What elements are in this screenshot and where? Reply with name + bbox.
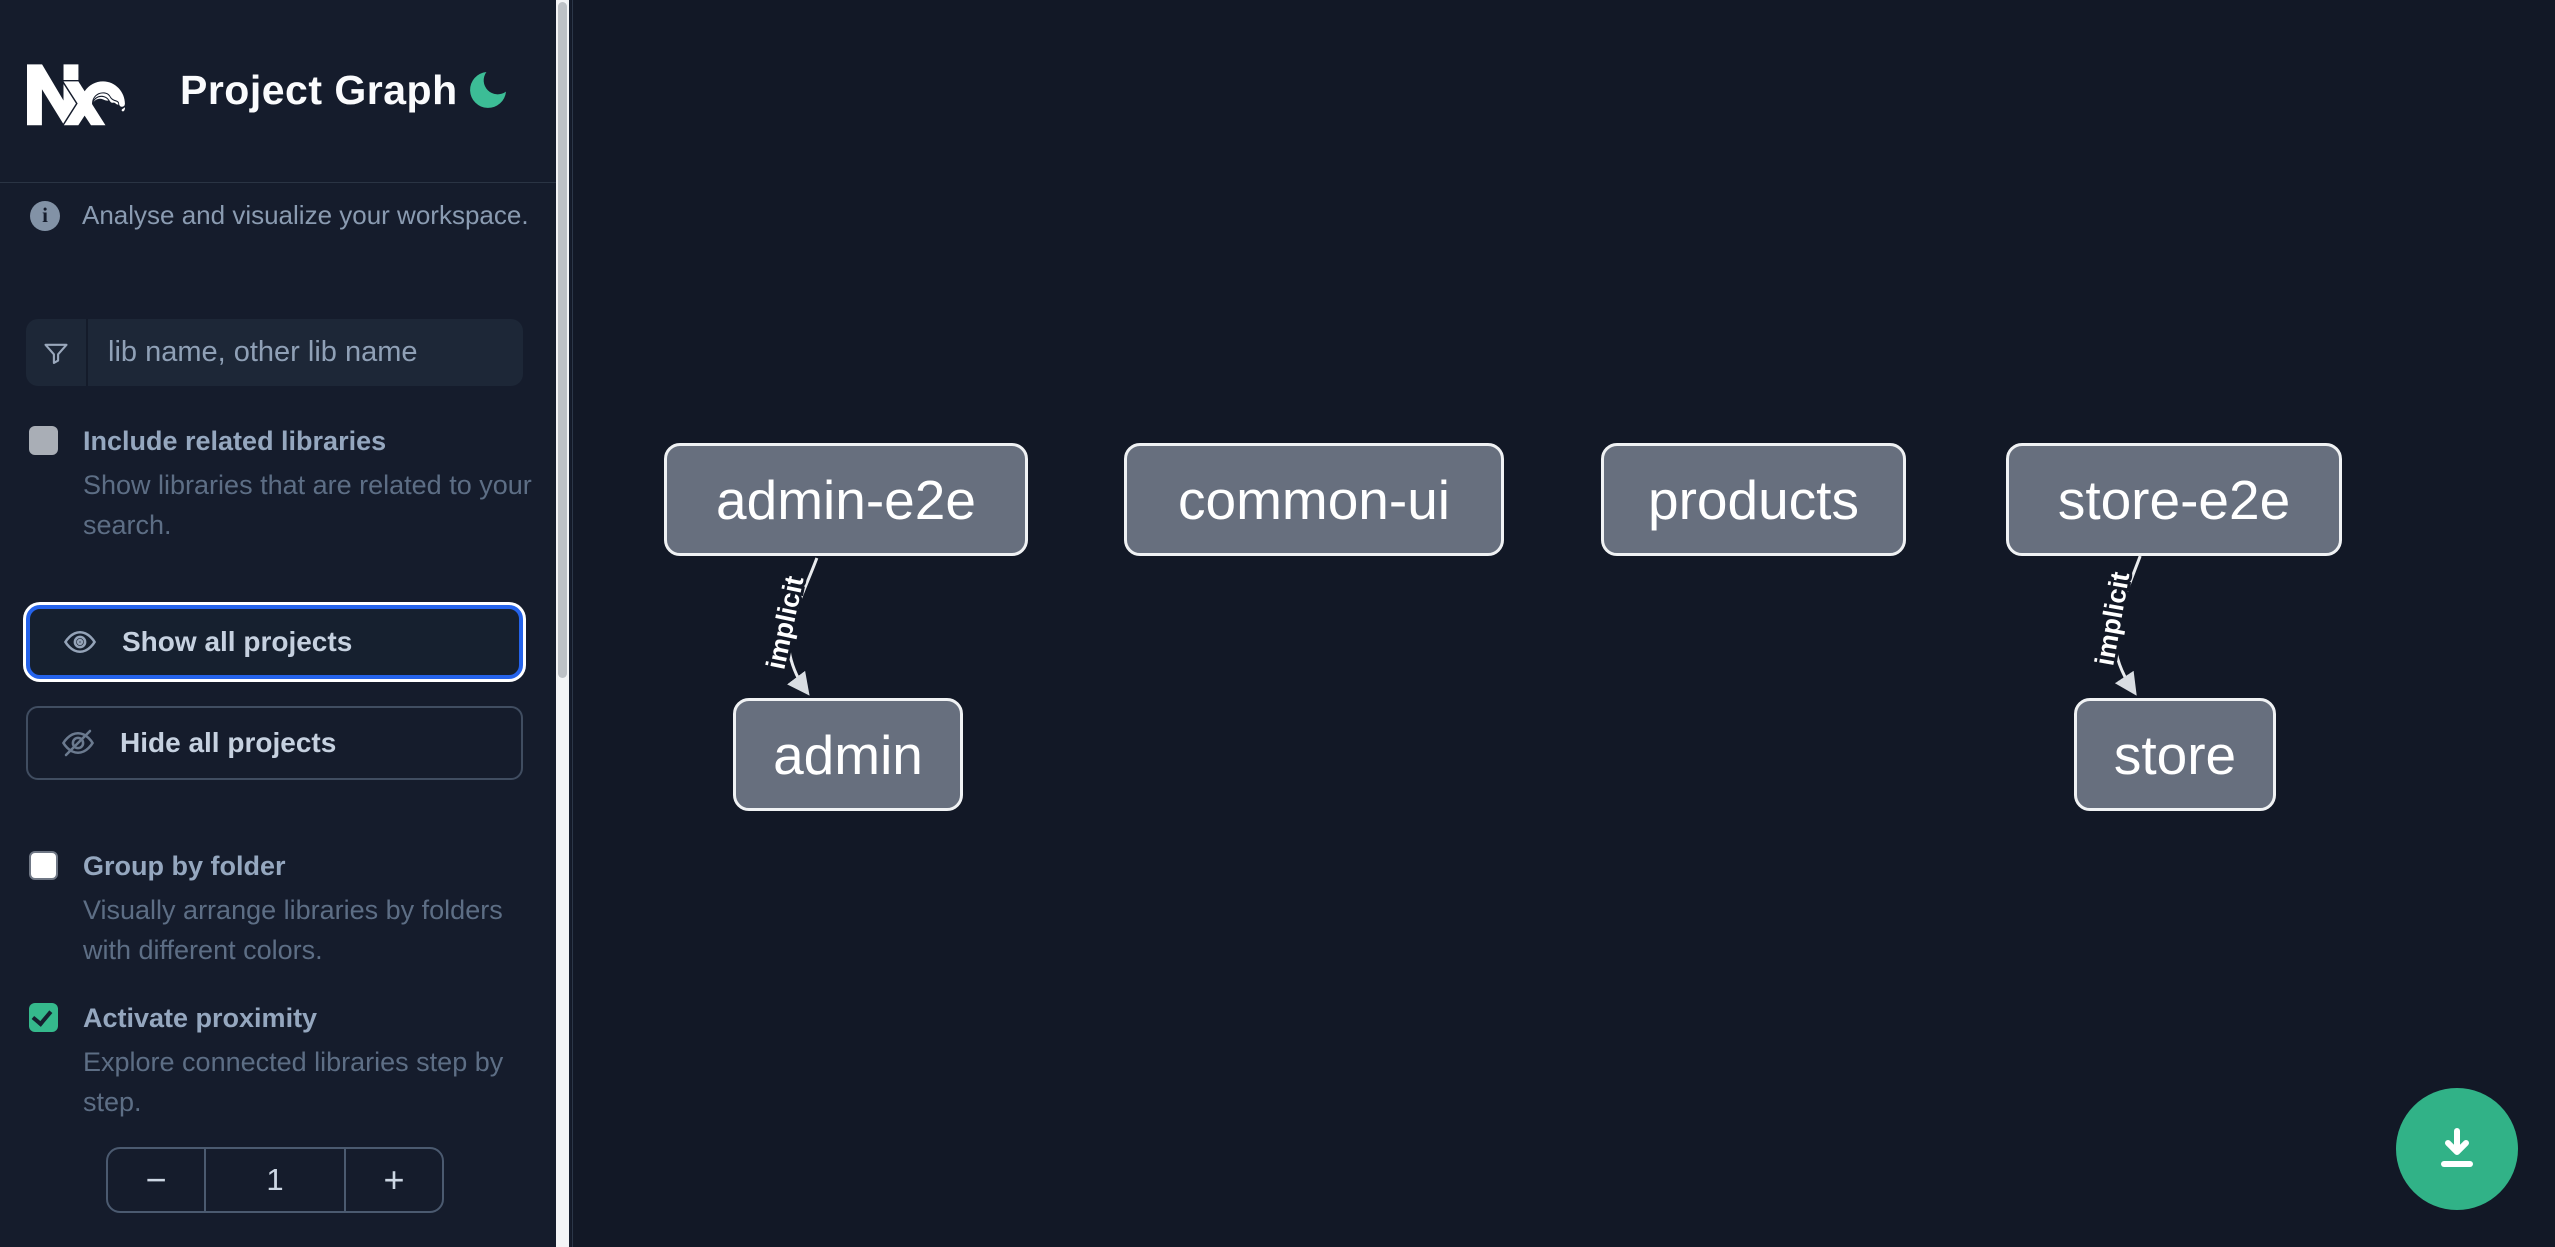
- sidebar-scrollbar-track[interactable]: [556, 0, 569, 1247]
- graph-node-store[interactable]: store: [2074, 698, 2276, 811]
- nx-logo: [27, 55, 126, 133]
- sidebar-scrollbar-thumb[interactable]: [558, 2, 567, 678]
- include-related-description: Show libraries that are related to your …: [83, 470, 532, 540]
- theme-toggle-button[interactable]: [464, 66, 512, 114]
- activate-proximity-label: Activate proximity: [83, 1003, 318, 1033]
- download-icon: [2441, 1128, 2473, 1167]
- graph-node-admin-e2e[interactable]: admin-e2e: [664, 443, 1028, 556]
- graph-node-store-e2e[interactable]: store-e2e: [2006, 443, 2342, 556]
- graph-node-products[interactable]: products: [1601, 443, 1906, 556]
- filter-funnel-icon: [26, 319, 88, 386]
- hide-all-projects-button[interactable]: Hide all projects: [26, 706, 523, 780]
- stepper-increment-button[interactable]: +: [344, 1149, 442, 1211]
- edge-layer: implicit implicit: [758, 555, 2142, 696]
- activate-proximity-option: Activate proximity Explore connected lib…: [29, 1001, 534, 1122]
- intro-text: Analyse and visualize your workspace.: [82, 200, 529, 230]
- workspace-intro: i Analyse and visualize your workspace.: [30, 200, 530, 231]
- include-related-label: Include related libraries: [83, 426, 387, 456]
- show-all-projects-button[interactable]: Show all projects: [26, 605, 523, 679]
- sidebar-header: Project Graph: [0, 0, 556, 183]
- edge-store-e2e-to-store[interactable]: [2113, 555, 2142, 696]
- graph-node-admin[interactable]: admin: [733, 698, 963, 811]
- group-by-folder-label: Group by folder: [83, 851, 286, 881]
- group-by-folder-option: Group by folder Visually arrange librari…: [29, 849, 534, 970]
- checkmark-icon: [31, 1005, 53, 1027]
- activate-proximity-description: Explore connected libraries step by step…: [83, 1047, 504, 1117]
- stepper-decrement-button[interactable]: −: [108, 1149, 206, 1211]
- page-title: Project Graph: [180, 67, 458, 113]
- sidebar: Project Graph i Analyse and visualize yo…: [0, 0, 571, 1247]
- info-icon: i: [30, 200, 60, 231]
- filter-search-box: [26, 319, 523, 386]
- edge-label-admin-e2e: implicit: [761, 573, 810, 672]
- search-input[interactable]: [88, 319, 523, 386]
- show-all-projects-label: Show all projects: [122, 626, 353, 657]
- eye-off-icon: [61, 729, 95, 757]
- hide-all-projects-label: Hide all projects: [120, 727, 337, 758]
- save-image-button[interactable]: [2396, 1088, 2518, 1210]
- moon-icon: [470, 72, 506, 108]
- edge-admin-e2e-to-admin[interactable]: [787, 557, 819, 696]
- activate-proximity-checkbox[interactable]: [29, 1003, 58, 1032]
- project-graph-canvas[interactable]: implicit implicit admin-e2e common-ui produ…: [572, 0, 2555, 1247]
- group-by-folder-checkbox[interactable]: [29, 851, 58, 880]
- proximity-depth-stepper: − 1 +: [106, 1147, 444, 1213]
- graph-node-common-ui[interactable]: common-ui: [1124, 443, 1504, 556]
- include-related-checkbox[interactable]: [29, 426, 58, 455]
- eye-icon: [63, 630, 97, 654]
- include-related-option: Include related libraries Show libraries…: [29, 424, 534, 545]
- edge-label-store-e2e: implicit: [2089, 570, 2135, 668]
- group-by-folder-description: Visually arrange libraries by folders wi…: [83, 895, 503, 965]
- stepper-value: 1: [266, 1162, 284, 1197]
